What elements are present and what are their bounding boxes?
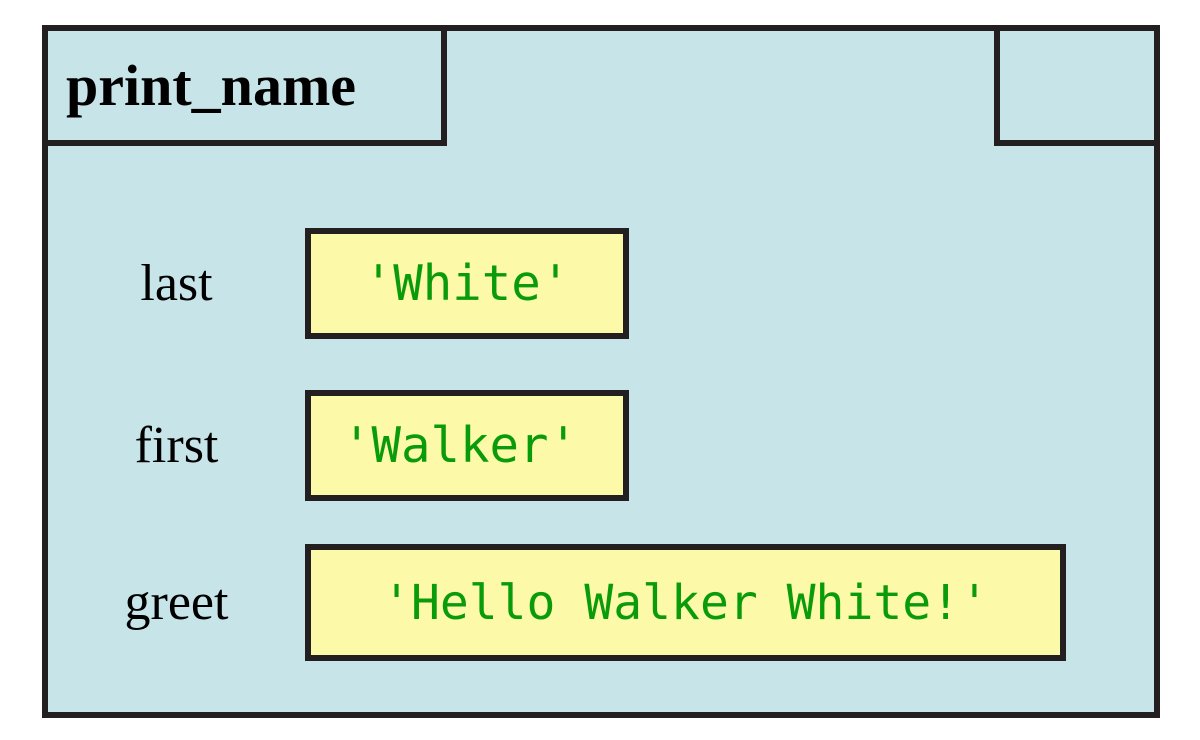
variable-name-first: first <box>134 416 219 474</box>
variable-value-greet: 'Hello Walker White!' <box>382 574 989 631</box>
variable-value-last: 'White' <box>363 255 571 312</box>
value-box-greet: 'Hello Walker White!' <box>305 544 1066 661</box>
value-box-last: 'White' <box>305 228 629 339</box>
function-name-label: print_name <box>66 52 356 118</box>
variable-name-greet: greet <box>124 573 229 631</box>
function-name-box: print_name <box>42 25 447 146</box>
value-box-first: 'Walker' <box>305 390 629 501</box>
variables-area: last 'White' first 'Walker' greet 'Hello… <box>48 146 1154 712</box>
program-counter-box <box>994 25 1160 146</box>
variable-name-last: last <box>140 254 213 312</box>
variable-value-first: 'Walker' <box>341 417 578 474</box>
call-frame: print_name last 'White' first 'Walker' g… <box>42 25 1160 718</box>
call-frame-header: print_name <box>42 25 1160 146</box>
